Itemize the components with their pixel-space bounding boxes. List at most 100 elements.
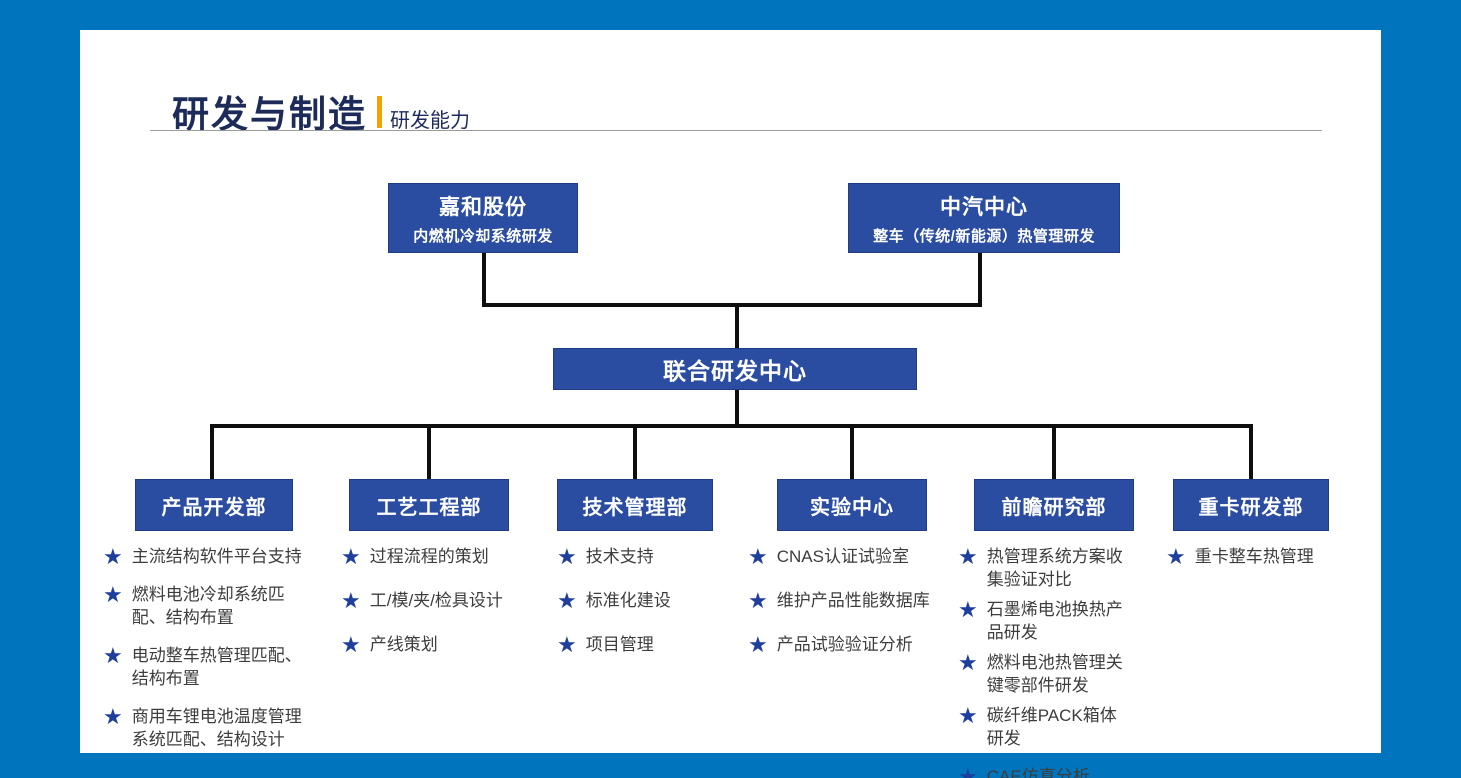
star-icon: ★ bbox=[958, 703, 978, 728]
dept-item-list: ★ 主流结构软件平台支持 ★ 燃料电池冷却系统匹配、结构布置 ★ 电动整车热管理匹配、… bbox=[103, 545, 303, 751]
star-icon: ★ bbox=[557, 588, 577, 613]
org-node-desc: 整车（传统/新能源）热管理研发 bbox=[873, 227, 1095, 245]
org-node-joint-rd-center: 联合研发中心 bbox=[553, 348, 917, 390]
star-icon: ★ bbox=[103, 704, 123, 729]
page-subtitle: 研发能力 bbox=[390, 110, 470, 132]
star-icon: ★ bbox=[748, 544, 768, 569]
list-item: ★ CAE仿真分析 bbox=[958, 765, 1124, 778]
list-item: ★ 产品试验验证分析 bbox=[748, 633, 938, 656]
star-icon: ★ bbox=[958, 597, 978, 622]
list-item: ★ CNAS认证试验室 bbox=[748, 545, 938, 568]
list-item: ★ 燃料电池热管理关键零部件研发 bbox=[958, 651, 1124, 697]
org-node-heavy-truck-rd: 重卡研发部 bbox=[1173, 479, 1329, 531]
star-icon: ★ bbox=[341, 588, 361, 613]
connector-line bbox=[1249, 428, 1253, 481]
list-item: ★ 技术支持 bbox=[557, 545, 722, 568]
org-node-title: 嘉和股份 bbox=[439, 195, 527, 219]
list-item: ★ 重卡整车热管理 bbox=[1166, 545, 1344, 568]
list-item-text: 过程流程的策划 bbox=[369, 547, 489, 566]
star-icon: ★ bbox=[557, 544, 577, 569]
header-divider bbox=[150, 130, 1322, 131]
connector-line bbox=[482, 303, 982, 307]
org-node-title: 实验中心 bbox=[810, 496, 894, 519]
list-item: ★ 工/模/夹/检具设计 bbox=[341, 589, 526, 612]
connector-line bbox=[633, 428, 637, 481]
list-item-text: 项目管理 bbox=[585, 635, 654, 654]
star-icon: ★ bbox=[341, 632, 361, 657]
slide-panel: 研发与制造 研发能力 嘉和股份 内燃机冷却系统研发 中汽中心 整车（传统/新能源… bbox=[80, 30, 1381, 778]
star-icon: ★ bbox=[748, 632, 768, 657]
org-node-title: 重卡研发部 bbox=[1198, 496, 1304, 519]
list-item: ★ 碳纤维PACK箱体研发 bbox=[958, 704, 1124, 750]
list-item-text: 重卡整车热管理 bbox=[1194, 547, 1314, 566]
star-icon: ★ bbox=[103, 582, 123, 607]
list-item: ★ 热管理系统方案收集验证对比 bbox=[958, 545, 1124, 591]
star-icon: ★ bbox=[103, 544, 123, 569]
star-icon: ★ bbox=[1166, 544, 1186, 569]
org-node-title: 技术管理部 bbox=[582, 496, 688, 519]
dept-item-list: ★ 过程流程的策划 ★ 工/模/夹/检具设计 ★ 产线策划 bbox=[341, 545, 526, 656]
list-item-text: 维护产品性能数据库 bbox=[776, 591, 930, 610]
connector-line bbox=[978, 253, 982, 307]
list-item: ★ 石墨烯电池换热产品研发 bbox=[958, 598, 1124, 644]
list-item-text: 产线策划 bbox=[369, 635, 438, 654]
list-item-text: 主流结构软件平台支持 bbox=[131, 547, 302, 566]
connector-line bbox=[735, 307, 739, 348]
list-item-text: 石墨烯电池换热产品研发 bbox=[986, 600, 1123, 642]
org-node-title: 中汽中心 bbox=[940, 195, 1028, 219]
dept-item-list: ★ CNAS认证试验室 ★ 维护产品性能数据库 ★ 产品试验验证分析 bbox=[748, 545, 938, 656]
list-item-text: CAE仿真分析 bbox=[986, 767, 1090, 778]
list-item-text: 热管理系统方案收集验证对比 bbox=[986, 547, 1123, 589]
star-icon: ★ bbox=[958, 544, 978, 569]
list-item-text: 标准化建设 bbox=[585, 591, 671, 610]
org-node-title: 前瞻研究部 bbox=[1001, 496, 1107, 519]
list-item: ★ 产线策划 bbox=[341, 633, 526, 656]
connector-line bbox=[210, 428, 214, 481]
list-item: ★ 标准化建设 bbox=[557, 589, 722, 612]
org-node-test-center: 实验中心 bbox=[777, 479, 927, 531]
list-item-text: 电动整车热管理匹配、结构布置 bbox=[131, 646, 302, 688]
org-node-desc: 内燃机冷却系统研发 bbox=[413, 227, 553, 245]
dept-item-list: ★ 技术支持 ★ 标准化建设 ★ 项目管理 bbox=[557, 545, 722, 656]
org-node-title: 工艺工程部 bbox=[376, 496, 482, 519]
star-icon: ★ bbox=[958, 650, 978, 675]
list-item-text: CNAS认证试验室 bbox=[776, 547, 909, 566]
list-item: ★ 商用车锂电池温度管理系统匹配、结构设计 bbox=[103, 705, 303, 751]
dept-item-list: ★ 重卡整车热管理 bbox=[1166, 545, 1344, 568]
dept-item-list: ★ 热管理系统方案收集验证对比 ★ 石墨烯电池换热产品研发 ★ 燃料电池热管理关键零部… bbox=[958, 545, 1124, 778]
star-icon: ★ bbox=[341, 544, 361, 569]
accent-bar bbox=[377, 96, 382, 128]
list-item-text: 商用车锂电池温度管理系统匹配、结构设计 bbox=[131, 707, 302, 749]
org-node-catarc: 中汽中心 整车（传统/新能源）热管理研发 bbox=[848, 183, 1120, 253]
list-item: ★ 过程流程的策划 bbox=[341, 545, 526, 568]
connector-line bbox=[1052, 428, 1056, 481]
org-node-product-dev: 产品开发部 bbox=[135, 479, 293, 531]
list-item-text: 燃料电池冷却系统匹配、结构布置 bbox=[131, 585, 285, 627]
connector-line bbox=[735, 390, 739, 428]
page-title: 研发与制造 bbox=[172, 94, 367, 135]
list-item-text: 燃料电池热管理关键零部件研发 bbox=[986, 653, 1123, 695]
connector-line bbox=[210, 424, 1253, 428]
org-node-jiahe: 嘉和股份 内燃机冷却系统研发 bbox=[388, 183, 578, 253]
org-node-advanced-research: 前瞻研究部 bbox=[974, 479, 1134, 531]
star-icon: ★ bbox=[748, 588, 768, 613]
org-node-process-eng: 工艺工程部 bbox=[349, 479, 509, 531]
star-icon: ★ bbox=[557, 632, 577, 657]
connector-line bbox=[850, 428, 854, 481]
list-item: ★ 主流结构软件平台支持 bbox=[103, 545, 303, 568]
list-item: ★ 项目管理 bbox=[557, 633, 722, 656]
star-icon: ★ bbox=[103, 643, 123, 668]
list-item: ★ 维护产品性能数据库 bbox=[748, 589, 938, 612]
list-item-text: 技术支持 bbox=[585, 547, 654, 566]
star-icon: ★ bbox=[958, 764, 978, 778]
list-item: ★ 电动整车热管理匹配、结构布置 bbox=[103, 644, 303, 690]
connector-line bbox=[427, 428, 431, 481]
list-item-text: 产品试验验证分析 bbox=[776, 635, 913, 654]
list-item-text: 工/模/夹/检具设计 bbox=[369, 591, 503, 610]
org-node-tech-mgmt: 技术管理部 bbox=[557, 479, 713, 531]
org-node-title: 联合研发中心 bbox=[663, 358, 807, 384]
list-item: ★ 燃料电池冷却系统匹配、结构布置 bbox=[103, 583, 303, 629]
list-item-text: 碳纤维PACK箱体研发 bbox=[986, 706, 1117, 748]
connector-line bbox=[482, 253, 486, 307]
